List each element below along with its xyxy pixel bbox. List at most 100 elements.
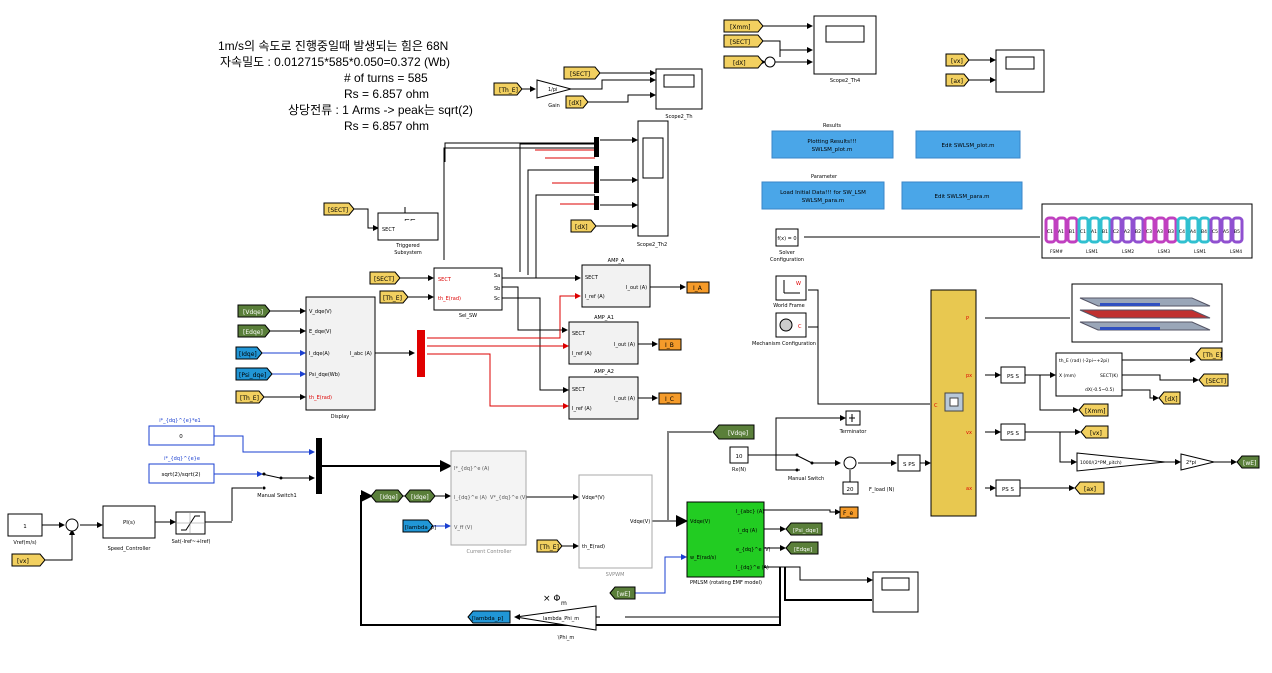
manual-switch[interactable]: Manual Switch [788,453,824,483]
constant-sqrt[interactable]: sqrt(2)/sqrt(2) [148,463,215,484]
svg-text:[Edqe]: [Edqe] [243,329,263,336]
ps-s-px[interactable]: PS S [1000,366,1026,384]
triggered-subsystem[interactable]: ⌐⌐ SECT Triggered Subsystem [377,212,439,256]
gain-2pi[interactable]: 2*pi [1180,453,1215,471]
svg-text:[ax]: [ax] [951,78,963,85]
load-data-button[interactable]: Load Initial Data!!! for SW_LSM SWLSM_pa… [761,181,885,210]
tag-sect-trig[interactable]: [SECT] [323,202,355,216]
tag-lambda-cc[interactable]: [lambda_p] [402,519,436,533]
tag-th-e-selsw[interactable]: [Th_E] [379,290,409,304]
sum-speed[interactable] [65,518,79,532]
tag-idqe-cc[interactable]: [Idqe] [370,489,404,503]
scope2-th4[interactable]: Scope2_Th4 [813,15,877,84]
svg-text:Sel_SW: Sel_SW [459,313,477,319]
gain-1000-pitch[interactable]: 1000/(2*PM_pitch) [1076,452,1166,472]
sum-force[interactable] [843,456,857,470]
tag-vx-speed[interactable]: [vx] [11,553,46,567]
mechanism-3d-view[interactable] [1071,283,1223,343]
svg-text:V_dqe(V): V_dqe(V) [309,309,332,315]
tag-idqe-display[interactable]: [Idqe] [235,346,263,360]
world-frame[interactable]: W World Frame [773,275,807,309]
scope2-th[interactable]: Scope2_Th [655,68,703,120]
tag-ib[interactable]: I_B [658,338,682,351]
tag-psi-display[interactable]: [Psi_dqe] [235,367,273,381]
gain-phi-m[interactable]: lambda_Phi_m \Phi_m [515,605,597,641]
tag-we-out[interactable]: [wE] [1236,455,1260,469]
display-block[interactable]: V_dqe(V) E_dqe(V) I_dqe(A) Psi_dqe(Wb) t… [305,296,376,420]
scope-pmlsm[interactable] [872,571,919,613]
ps-s-vx[interactable]: PS S [1000,423,1026,441]
position-function-block[interactable]: th_E (rad) (-2pi~+2pi) X (mm) SECT(K) dX… [1055,352,1123,397]
tag-sect-selsw[interactable]: [SECT] [369,271,401,285]
tag-dx-scope2[interactable]: [dX] [565,95,589,109]
tag-edqe-display[interactable]: [Edqe] [237,324,271,338]
tag-dx-scope3[interactable]: [dX] [570,219,597,233]
svg-text:[wE]: [wE] [1243,460,1256,467]
edit-para-button[interactable]: Edit SWLSM_para.m [901,181,1023,210]
svpwm-block[interactable]: Vdqe*(V) th_E(rad) Vdqe(V) SVPWM [578,474,653,578]
ps-s-ax[interactable]: PS S [995,479,1021,497]
s-ps-force[interactable]: S PS [897,454,921,472]
tag-dx-out[interactable]: [dX] [1158,391,1181,405]
tag-ax-out[interactable]: [ax] [1074,481,1105,495]
mechanism-configuration[interactable]: C Mechanism Configuration [752,312,816,347]
tag-psi-out[interactable]: [Psi_dqe] [785,522,823,536]
tag-xmm[interactable]: [Xmm] [723,19,764,33]
solver-configuration[interactable]: f(x) = 0 Solver Configuration [770,228,804,263]
fload-constant[interactable]: 20 F_load (N) [842,481,894,495]
lsm-mechanical-subsystem[interactable]: P px vx ax C [930,289,977,517]
svg-text:th_E (rad) (-2pi~+2pi): th_E (rad) (-2pi~+2pi) [1059,358,1109,364]
tag-th-e-gain[interactable]: [Th_E] [493,82,523,96]
scope2-th2[interactable]: Scope2_Th2 [637,120,669,248]
note-line-6: Rs = 6.857 ohm [344,119,430,133]
current-controller[interactable]: I*_{dq}^e (A) I_{dq}^e (A) V_ff (V) V*_{… [450,450,527,555]
terminator-block[interactable]: Terminator [839,410,868,435]
saturation-block[interactable]: Sat(-Iref~+Iref) [172,511,211,545]
vref-constant[interactable]: 1 Vref(m/s) [7,513,43,546]
tag-we-phi[interactable]: [wE] [609,586,636,600]
tag-vx-out[interactable]: [vx] [1080,425,1109,439]
tag-xmm-out[interactable]: [Xmm] [1078,403,1109,417]
tag-th-e-display[interactable]: [Th_E] [235,390,265,404]
sel-sw-block[interactable]: SECT th_E(rad) Sa Sb Sc Sel_SW [433,267,503,319]
scope2-th4-group: [Xmm] [SECT] [dX] Scope2_Th4 [723,15,877,84]
tag-vdqe-top[interactable]: [Vdqe] [712,424,755,440]
plot-results-button[interactable]: Plotting Results!!! SWLSM_plot.m [771,130,894,159]
tag-sect-scope2[interactable]: [SECT] [563,66,601,80]
manual-switch1[interactable]: Manual Switch1 [257,472,297,500]
tag-th-e-svpwm[interactable]: [Th_E] [536,539,563,553]
svg-text:ax: ax [966,486,972,492]
speed-controller[interactable]: PI(s) Speed_Controller [102,505,156,552]
scope-vx-ax[interactable] [995,49,1045,93]
note-line-1: 1m/s의 속도로 진행중일때 발생되는 힘은 68N [218,39,449,53]
rx-constant[interactable]: 10 Rx(N) [729,446,749,473]
tag-lambda-out[interactable]: [lambda_p] [467,610,511,624]
sum-block[interactable] [764,56,776,68]
amp-a1[interactable]: AMP_A1 SECT I_ref (A) I_out (A) [568,315,639,365]
tag-ic[interactable]: I_C [658,392,682,405]
lsm-label-4: LSM1 [1194,249,1206,255]
tag-sect[interactable]: [SECT] [723,34,764,48]
tag-dx[interactable]: [dX] [723,55,764,69]
constant-zero[interactable]: 0 [148,425,215,446]
tag-ax-top[interactable]: [ax] [945,73,970,87]
svg-text:Sat(-Iref~+Iref): Sat(-Iref~+Iref) [172,539,211,545]
scope2-th-group: [Th_E] 1/pi Gain [SECT] [dX] Scope2_Th [493,66,703,120]
amp-a[interactable]: AMP_A SECT I_ref (A) I_out (A) [581,258,651,308]
edit-plot-button[interactable]: Edit SWLSM_plot.m [915,130,1021,159]
tag-vdqe-display[interactable]: [Vdqe] [237,304,271,318]
tag-edqe-out[interactable]: [Edqe] [785,541,819,555]
tag-sect-out[interactable]: [SECT] [1198,373,1229,387]
tag-vx-top[interactable]: [vx] [945,53,970,67]
amp-a2[interactable]: AMP_A2 SECT I_ref (A) I_out (A) [568,369,639,420]
gain-block[interactable]: 1/pi Gain [536,79,573,109]
svg-text:[Th_E]: [Th_E] [540,544,559,551]
svg-text:Psi_dqe(Wb): Psi_dqe(Wb) [309,372,340,378]
svg-text:I_out (A): I_out (A) [614,342,635,348]
tag-ia[interactable]: I_A [686,281,710,294]
tag-fe[interactable]: F_e [839,506,859,519]
tag-th-e-out[interactable]: [Th_E] [1195,347,1223,361]
pmlsm-block[interactable]: Vdqe(V) w_E(rad/s) I_{abc} (A) i_dq (A) … [686,501,771,586]
tag-idqe-cc2[interactable]: [Idqe] [404,489,436,503]
